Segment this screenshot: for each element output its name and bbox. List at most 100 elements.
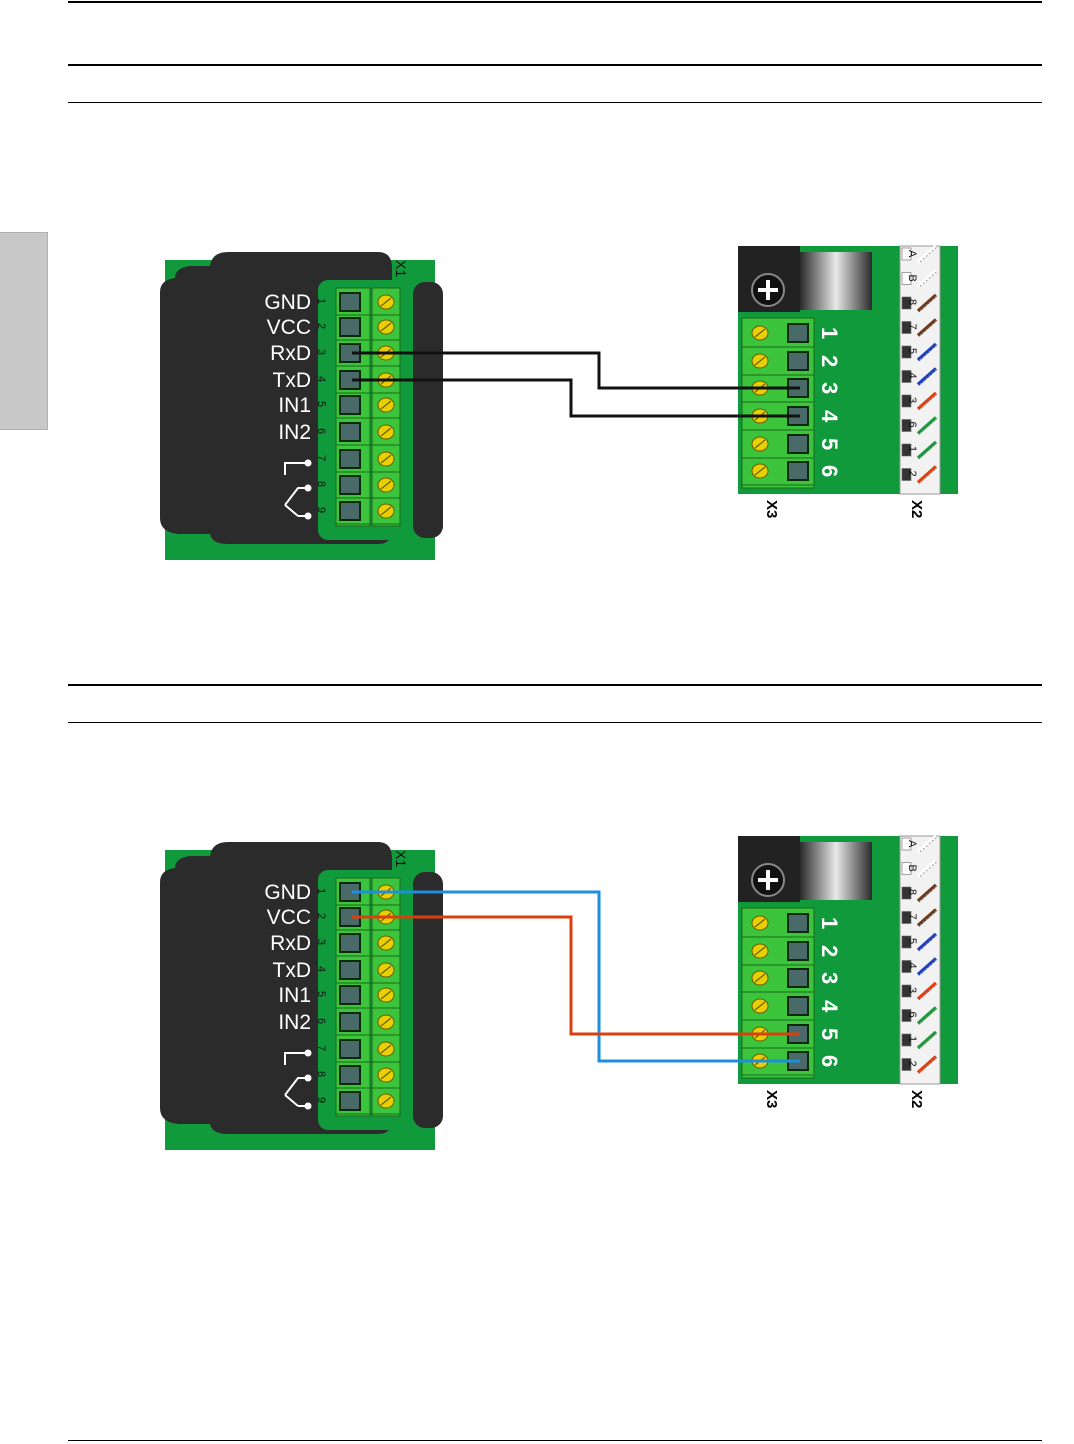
x1-terminal-6 [340, 423, 360, 441]
x1-pin-label-in2: IN2 [278, 421, 311, 444]
x1-terminal-7 [340, 450, 360, 468]
x1-terminal-8 [340, 476, 360, 494]
x3-pin-number: 4 [817, 1000, 842, 1013]
x1-pin-number: 6 [315, 1018, 327, 1024]
x1-pin-label-gnd: GND [264, 881, 311, 904]
x2-pin-label: B [906, 865, 918, 872]
relay-contact [305, 1103, 312, 1110]
x2-pin-label: 8 [906, 299, 918, 305]
x1-pin-number: 8 [315, 1071, 327, 1077]
x1-terminal-4 [340, 961, 360, 979]
x3-connector-label: X3 [763, 1090, 780, 1108]
x3-terminal-4 [788, 997, 808, 1015]
reader-metal-part [800, 252, 872, 310]
x1-pin-label-gnd: GND [264, 291, 311, 314]
x2-pin-label: A [906, 840, 918, 848]
section1-title-bottom-rule [68, 102, 1042, 103]
module-right-bar [413, 872, 443, 1128]
x2-connector-label: X2 [908, 1090, 925, 1108]
x1-terminal-9 [340, 502, 360, 520]
x3-terminal-2 [788, 942, 808, 960]
x1-terminal-1 [340, 293, 360, 311]
x3-pin-number: 5 [817, 1028, 842, 1040]
x3-terminal-5 [788, 435, 808, 453]
reader-board: 123456AB87543612X3X2 [738, 836, 958, 1108]
x3-terminal-2 [788, 352, 808, 370]
x1-terminal-6 [340, 1013, 360, 1031]
x1-terminal-9 [340, 1092, 360, 1110]
x2-pin-label: 5 [906, 938, 918, 944]
x3-pin-number: 6 [817, 1055, 842, 1067]
x1-pin-number: 7 [315, 1045, 327, 1051]
reader-metal-part [800, 842, 872, 900]
x1-pin-number: 3 [315, 939, 327, 945]
x1-pin-number: 2 [315, 913, 327, 919]
x1-pin-number: 5 [315, 991, 327, 997]
x1-pin-label-in1: IN1 [278, 394, 311, 417]
section1-title-top-rule [68, 64, 1042, 66]
x1-pin-number: 4 [315, 376, 327, 382]
x1-pin-number: 1 [315, 888, 327, 894]
x2-pin-label: 7 [906, 324, 918, 330]
x3-pin-number: 3 [817, 972, 842, 984]
x1-pin-number: 1 [315, 298, 327, 304]
x3-pin-number: 6 [817, 465, 842, 477]
x1-terminal-7 [340, 1040, 360, 1058]
x2-pin-label: 4 [906, 963, 918, 969]
x2-pin-label: 5 [906, 348, 918, 354]
x2-pin-label: 2 [906, 471, 918, 477]
x1-pin-label-txd: TxD [273, 369, 312, 392]
x1-terminal-5 [340, 986, 360, 1004]
x2-pin-label: 1 [906, 446, 918, 452]
x1-pin-label-in2: IN2 [278, 1011, 311, 1034]
relay-contact [305, 1075, 312, 1082]
x3-terminal-6 [788, 462, 808, 480]
x1-connector-label: X1 [393, 260, 409, 277]
x2-pin-label: 8 [906, 889, 918, 895]
x3-pin-number: 4 [817, 410, 842, 423]
x3-pin-number: 1 [817, 327, 842, 339]
x1-terminal-2 [340, 318, 360, 336]
x3-pin-number: 2 [817, 355, 842, 367]
relay-contact [305, 485, 312, 492]
x3-pin-number: 3 [817, 382, 842, 394]
wiring-diagram-power: X11GND2VCC3RxD4TxD5IN16IN2789123456AB875… [0, 820, 1074, 1170]
wiring-diagram-rs232: X11GND2VCC3RxD4TxD5IN16IN2789123456AB875… [0, 230, 1074, 580]
section2-title-top-rule [68, 684, 1042, 686]
footer-rule [68, 1440, 1042, 1441]
x1-io-module: X11GND2VCC3RxD4TxD5IN16IN2789 [160, 252, 443, 560]
x1-pin-number: 6 [315, 428, 327, 434]
x1-pin-number: 8 [315, 481, 327, 487]
x3-connector-label: X3 [763, 500, 780, 518]
x3-pin-number: 2 [817, 945, 842, 957]
x2-pin-label: 3 [906, 987, 918, 993]
x2-connector-label: X2 [908, 500, 925, 518]
x3-pin-number: 5 [817, 438, 842, 450]
x3-terminal-1 [788, 324, 808, 342]
x1-pin-number: 9 [315, 1097, 327, 1103]
relay-contact [305, 460, 312, 467]
x1-terminal-5 [340, 396, 360, 414]
x1-pin-label-rxd: RxD [270, 342, 311, 365]
x2-pin-label: 1 [906, 1036, 918, 1042]
relay-contact [305, 513, 312, 520]
module-right-bar [413, 282, 443, 538]
x1-pin-number: 4 [315, 966, 327, 972]
x2-pin-label: 4 [906, 373, 918, 379]
x1-pin-label-vcc: VCC [267, 906, 311, 929]
header-rule [68, 1, 1042, 3]
x3-terminal-1 [788, 914, 808, 932]
x1-pin-label-rxd: RxD [270, 932, 311, 955]
x2-pin-label: B [906, 275, 918, 282]
x1-connector-label: X1 [393, 850, 409, 867]
x2-pin-label: 3 [906, 397, 918, 403]
x3-pin-number: 1 [817, 917, 842, 929]
x1-pin-number: 9 [315, 507, 327, 513]
x1-pin-number: 5 [315, 401, 327, 407]
x1-pin-label-txd: TxD [273, 959, 312, 982]
x1-pin-number: 7 [315, 455, 327, 461]
x2-pin-label: A [906, 250, 918, 258]
x2-pin-label: 6 [906, 1012, 918, 1018]
